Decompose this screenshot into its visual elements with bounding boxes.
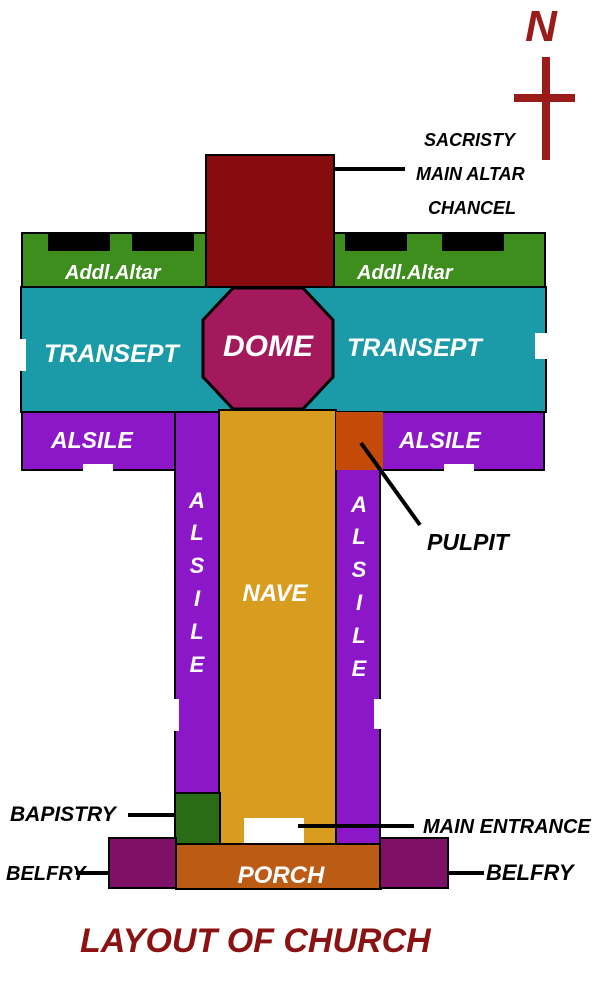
- altar-table-4: [442, 234, 504, 251]
- pulpit-leader-line: [359, 441, 422, 527]
- aisle-left-letter: I: [194, 586, 201, 611]
- aisle-left-side-door: [165, 699, 179, 731]
- aisle-right-letter: A: [350, 492, 367, 517]
- belfry-left: [108, 837, 177, 889]
- aisle-right-label: ALSILE: [398, 427, 481, 453]
- aisle-right-letter: L: [352, 623, 365, 648]
- aisle-left-letter: L: [190, 520, 203, 545]
- nave-label: NAVE: [243, 580, 309, 607]
- belfry-right: [379, 837, 449, 889]
- aisle-left-vertical: [174, 411, 220, 845]
- diagram-caption: LAYOUT OF CHURCH: [80, 922, 431, 960]
- aisle-right-letter: E: [352, 656, 368, 681]
- aisle-left-door: [83, 464, 113, 480]
- nave: [218, 409, 337, 845]
- baptistry-label: BAPISTRY: [10, 803, 118, 826]
- porch: [175, 843, 382, 890]
- porch-label: PORCH: [238, 862, 325, 889]
- north-label: N: [525, 2, 558, 51]
- altar-table-2: [132, 234, 194, 251]
- aisle-right-letter: L: [352, 524, 365, 549]
- aisle-right-side-door: [374, 699, 388, 729]
- aisle-left-letter: A: [188, 488, 205, 513]
- aisle-left-letter: E: [190, 652, 206, 677]
- aisle-left-label: ALSILE: [50, 427, 133, 453]
- transept-right-label: TRANSEPT: [347, 334, 484, 362]
- transept-door-right: [535, 333, 555, 359]
- chancel-label: CHANCEL: [428, 198, 516, 218]
- dome-label: DOME: [223, 330, 314, 363]
- aisle-right-letter: I: [356, 590, 363, 615]
- main-entrance: [244, 818, 304, 845]
- aisle-left-vertical-label: A L S I L E: [188, 488, 206, 677]
- addl-altar-right-label: Addl.Altar: [356, 262, 454, 284]
- pulpit-label: PULPIT: [427, 529, 511, 555]
- altar-table-1: [48, 234, 110, 251]
- main-altar-label: MAIN ALTAR: [416, 164, 525, 184]
- sacristy-block: [205, 154, 335, 290]
- altar-table-3: [345, 234, 407, 251]
- aisle-left-letter: L: [190, 619, 203, 644]
- baptistry: [174, 792, 221, 845]
- belfry-right-label: BELFRY: [486, 860, 576, 885]
- aisle-right-door: [444, 464, 474, 482]
- belfry-left-label: BELFRY: [6, 863, 87, 885]
- transept-left-label: TRANSEPT: [44, 340, 181, 368]
- aisle-right-letter: S: [352, 557, 367, 582]
- addl-altar-left-label: Addl.Altar: [64, 262, 162, 284]
- aisle-left-letter: S: [190, 553, 205, 578]
- north-arrow: N: [514, 2, 575, 160]
- transept-door-left: [11, 339, 26, 371]
- sacristy-label: SACRISTY: [424, 130, 517, 150]
- aisle-right-vertical-label: A L S I L E: [350, 492, 368, 681]
- main-entrance-label: MAIN ENTRANCE: [423, 816, 591, 838]
